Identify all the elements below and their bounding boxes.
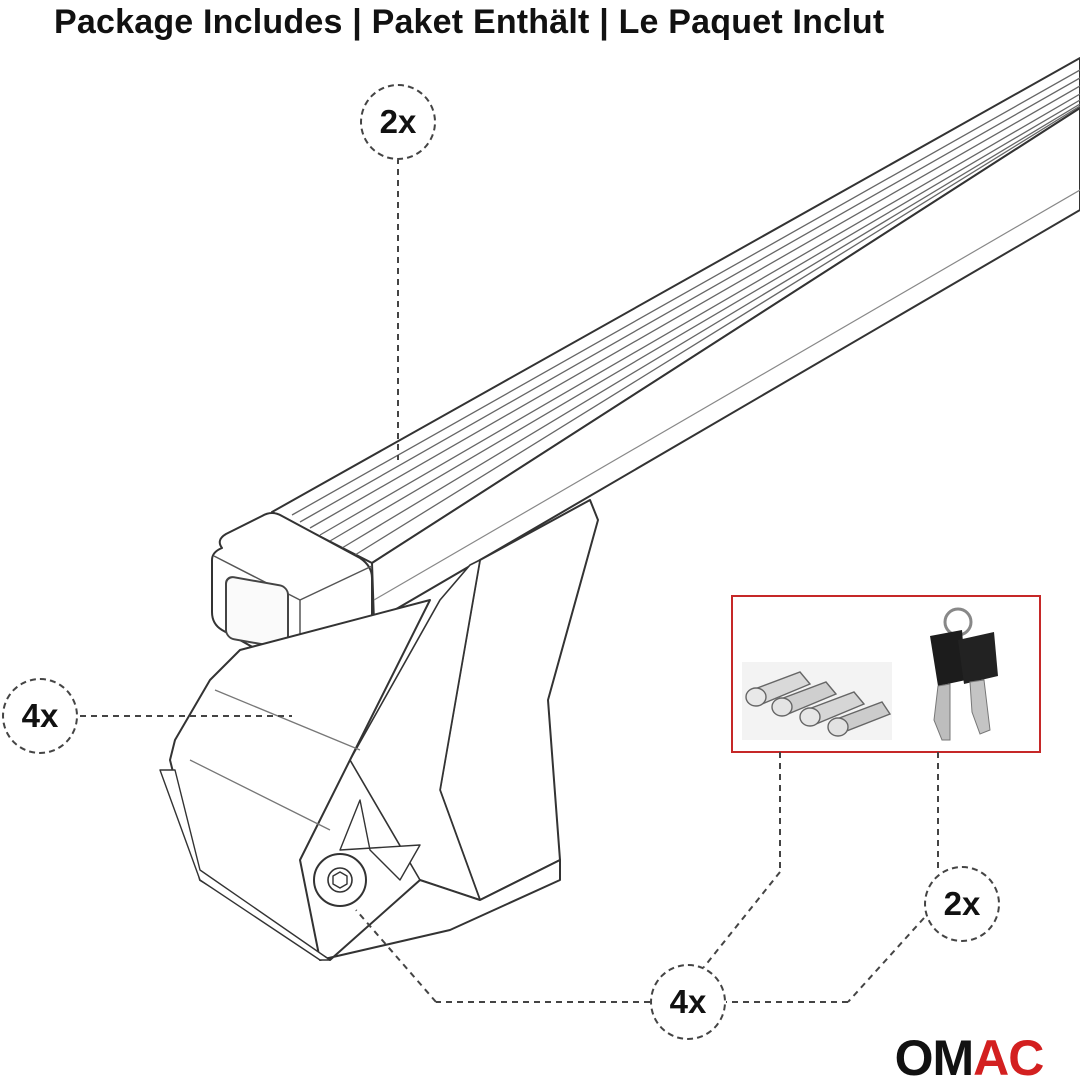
keys-illustration bbox=[930, 607, 998, 741]
foot-illustration bbox=[159, 499, 599, 961]
feet-quantity-badge: 4x bbox=[2, 678, 78, 754]
callout-lines bbox=[80, 158, 939, 1003]
crossbar-quantity-badge: 2x bbox=[360, 84, 436, 160]
accessories-box bbox=[731, 595, 1041, 753]
logo-text-ac: AC bbox=[973, 1030, 1044, 1086]
crossbar-illustration bbox=[211, 57, 1080, 673]
page-title: Package Includes | Paket Enthält | Le Pa… bbox=[54, 3, 885, 41]
lock-cylinders-quantity-badge: 4x bbox=[650, 964, 726, 1040]
logo-text-om: OM bbox=[894, 1030, 975, 1086]
lock-cylinders-illustration bbox=[742, 662, 892, 740]
keys-quantity-badge: 2x bbox=[924, 866, 1000, 942]
